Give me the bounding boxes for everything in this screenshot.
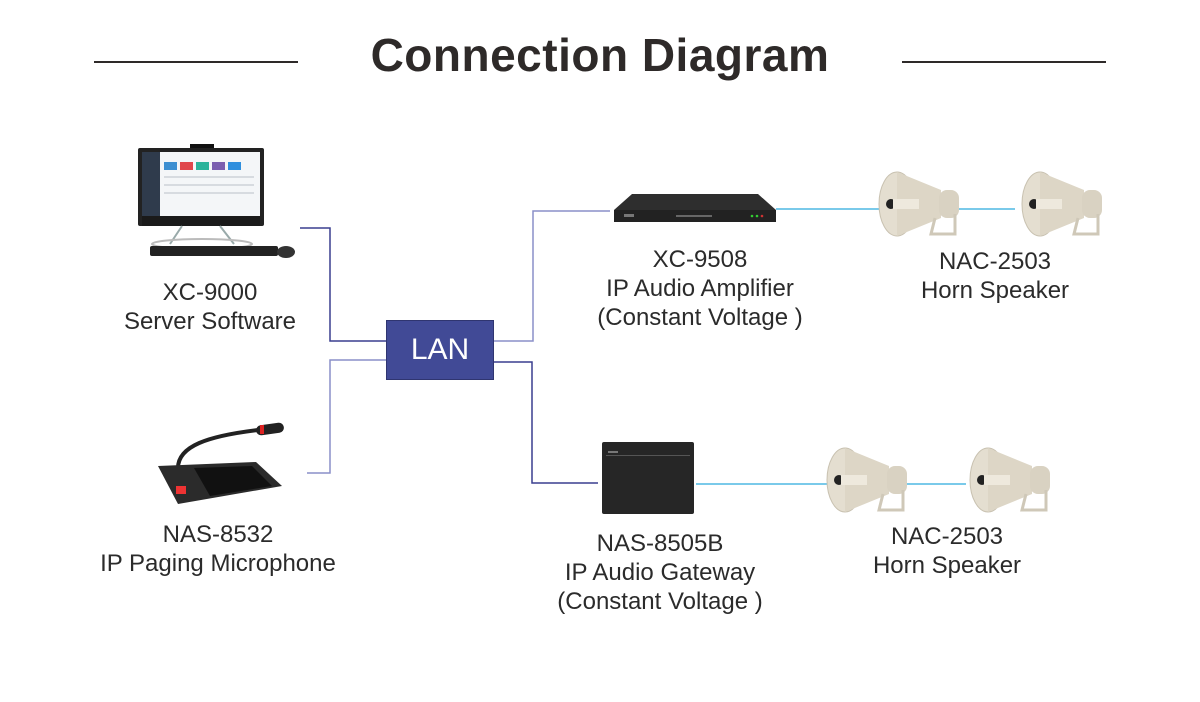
horn-speaker-icon [1021,171,1102,237]
server-description: Server Software [123,308,297,335]
horn-speaker-icon [826,447,907,513]
speaker-bottom-model: NAC-2503 [890,523,1004,550]
title-rule-right [902,61,1106,63]
wire-lan-amplifier [494,210,610,342]
speaker-top-label: NAC-2503 Horn Speaker [880,247,1110,305]
wire-lan-gateway [494,361,598,484]
microphone-description: IP Paging Microphone [100,550,336,577]
desktop-computer-icon [138,144,295,258]
gateway-note: (Constant Voltage ) [557,588,763,615]
rack-amplifier-icon [614,194,776,222]
wire-server-lan [300,227,386,342]
page-title: Connection Diagram [370,29,830,81]
microphone-model: NAS-8532 [162,521,274,548]
speaker-bottom-label: NAC-2503 Horn Speaker [832,522,1062,580]
speaker-bottom-description: Horn Speaker [872,552,1022,579]
amplifier-model: XC-9508 [652,246,748,273]
server-model: XC-9000 [162,279,258,306]
speaker-top-description: Horn Speaker [920,277,1070,304]
amplifier-description: IP Audio Amplifier [606,275,794,302]
amplifier-note: (Constant Voltage ) [597,304,803,331]
wire-mic-lan [307,359,386,474]
horn-speaker-icon [878,171,959,237]
title-rule-left [94,61,298,63]
amplifier-label: XC-9508 IP Audio Amplifier (Constant Vol… [565,245,835,332]
paging-microphone-icon [158,422,284,504]
audio-gateway-icon [602,442,694,514]
gateway-label: NAS-8505B IP Audio Gateway (Constant Vol… [520,529,800,616]
horn-speaker-icon [969,447,1050,513]
lan-hub: LAN [386,320,494,380]
gateway-description: IP Audio Gateway [564,559,756,586]
gateway-model: NAS-8505B [596,530,724,557]
server-label: XC-9000 Server Software [90,278,330,336]
microphone-label: NAS-8532 IP Paging Microphone [60,520,376,578]
speaker-top-model: NAC-2503 [938,248,1052,275]
